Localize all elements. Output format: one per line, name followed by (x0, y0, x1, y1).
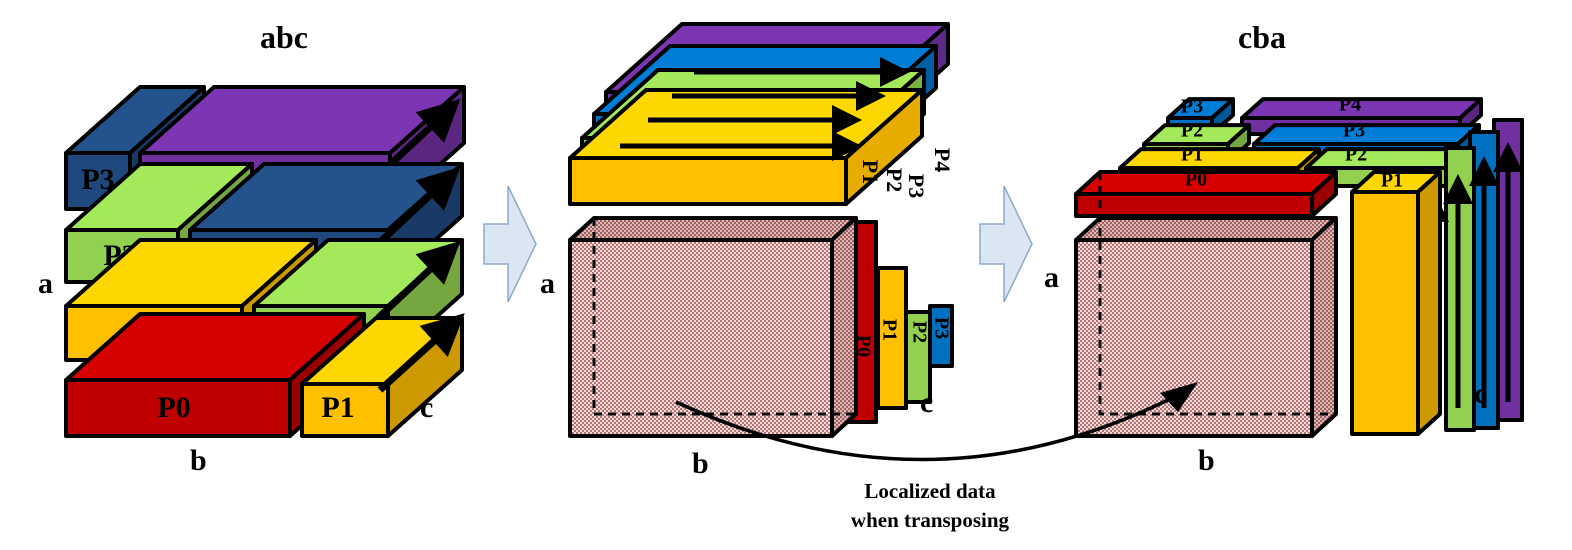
label-slab-p0: P0 (1185, 169, 1207, 191)
axis-label-a-3: a (1044, 261, 1059, 294)
label-strip-p4: P4 (1339, 94, 1361, 116)
col-p1-cba-front (1350, 190, 1420, 436)
local-block-cab-side (830, 216, 858, 438)
axis-label-b-1: b (190, 444, 207, 477)
local-block-cab-top (568, 216, 858, 242)
local-block-cba-top (1074, 216, 1338, 242)
slab-p0-cba (1074, 170, 1338, 218)
label-slab-p3: P3 (904, 174, 929, 198)
local-block-cab-front (568, 238, 834, 438)
arrow-p1 (377, 313, 465, 393)
local-block-cba-front (1074, 238, 1314, 438)
label-strip-p2-right: P2 (1345, 144, 1367, 166)
strip-p4-top (1240, 97, 1483, 120)
axis-label-c-3: c (1474, 377, 1487, 410)
hidden-edges-cba (1098, 172, 1336, 416)
block-p1-right-front (300, 382, 390, 438)
label-col-p3: P3 (930, 317, 952, 339)
transition-arrow-2 (979, 185, 1033, 303)
localized-data-arrow (675, 394, 1177, 462)
localized-data-arrowhead (1160, 382, 1198, 412)
label-slab-p4: P4 (930, 148, 955, 172)
col-p1-cba-side (1416, 170, 1442, 436)
axis-label-c-1: c (420, 391, 433, 424)
local-block-cab (568, 216, 858, 438)
local-block-cba-side (1310, 216, 1338, 438)
label-col-p2: P2 (908, 321, 930, 343)
arrow-p2 (375, 240, 461, 321)
axis-label-a-2: a (540, 267, 555, 300)
label-slab-p1: P1 (858, 160, 883, 184)
arrow-p3 (375, 166, 461, 247)
axis-label-b-3: b (1198, 444, 1215, 477)
note-line-2: when transposing (851, 508, 1010, 532)
label-strip-p2: P2 (1181, 120, 1203, 142)
axis-label-c-2: c (920, 386, 933, 419)
label-strip-p1: P1 (1181, 144, 1203, 166)
slab-p1-front (568, 156, 848, 206)
col-p1-cba (1350, 170, 1442, 436)
title-abc: abc (260, 19, 308, 55)
slab-p0-cba-front (1074, 192, 1314, 218)
local-block-cba (1074, 216, 1338, 438)
label-strip-p3: P3 (1181, 96, 1203, 118)
label-strip-p3-right: P3 (1343, 120, 1365, 142)
label-p1-right: P1 (321, 391, 354, 424)
block-p0-front (64, 378, 292, 438)
hidden-edges-cab (592, 218, 856, 416)
strip-p1-left-top (1118, 147, 1321, 170)
label-col-p1: P1 (878, 319, 900, 341)
label-p0: P0 (157, 391, 190, 424)
axis-label-b-2: b (692, 447, 709, 480)
strip-p3-top (1252, 123, 1481, 146)
label-col-p1-cba: P1 (1381, 170, 1403, 192)
transition-arrow-1 (483, 185, 537, 303)
note-line-1: Localized data (864, 479, 996, 503)
axis-label-a-1: a (38, 267, 53, 300)
title-cba: cba (1238, 19, 1286, 55)
label-slab-p2: P2 (882, 168, 907, 192)
